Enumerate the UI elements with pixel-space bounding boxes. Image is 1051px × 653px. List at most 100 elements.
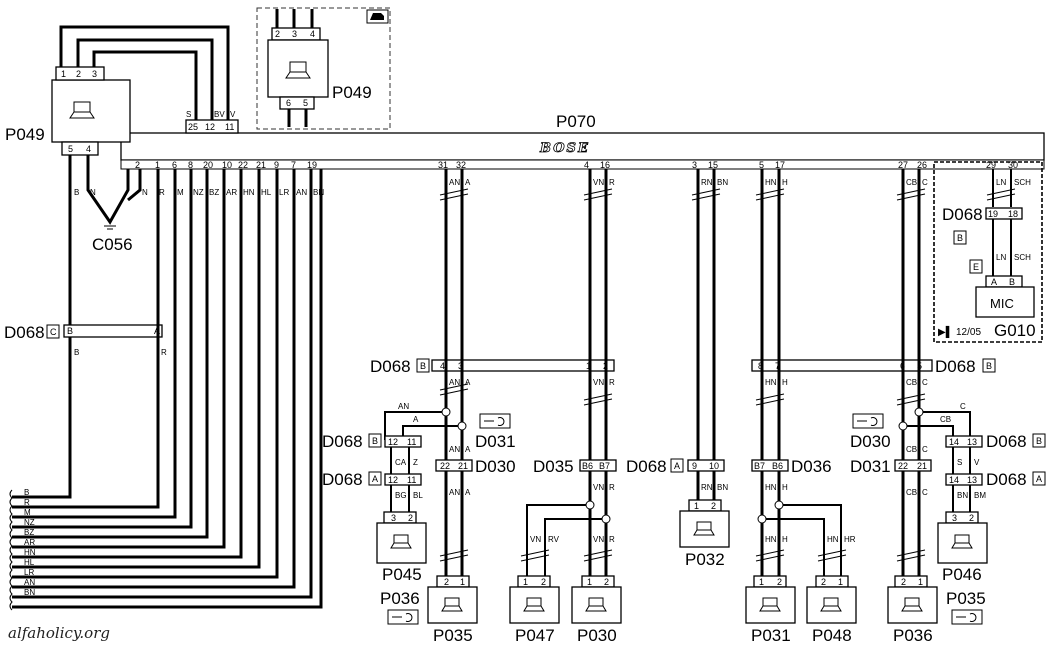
svg-text:D068: D068 (942, 205, 983, 224)
svg-text:2: 2 (969, 513, 974, 523)
svg-text:D068: D068 (935, 357, 976, 376)
svg-text:P036: P036 (380, 589, 420, 608)
p070-amplifier (120, 132, 1045, 161)
svg-text:C: C (922, 178, 928, 187)
svg-text:A: A (465, 445, 471, 454)
svg-text:2: 2 (76, 69, 81, 79)
svg-text:P047: P047 (515, 626, 555, 645)
svg-text:2: 2 (901, 577, 906, 587)
p070-pins: 2 1 6 8 20 10 22 21 9 7 19 31 32 4 16 3 … (135, 160, 1018, 170)
svg-text:H: H (782, 483, 788, 492)
svg-text:B7: B7 (599, 461, 610, 471)
svg-text:M: M (24, 508, 31, 517)
svg-text:C: C (50, 327, 57, 337)
svg-text:HN: HN (827, 535, 839, 544)
svg-text:BM: BM (974, 491, 986, 500)
svg-text:CA: CA (395, 458, 407, 467)
svg-text:D036: D036 (791, 457, 832, 476)
svg-text:AN: AN (449, 445, 460, 454)
svg-text:D030: D030 (475, 457, 516, 476)
svg-text:R: R (609, 535, 615, 544)
svg-text:1: 1 (759, 577, 764, 587)
svg-text:CB: CB (906, 378, 917, 387)
speaker-icon (69, 101, 95, 119)
svg-text:N: N (90, 188, 96, 197)
svg-text:1: 1 (155, 160, 160, 170)
svg-text:B: B (1009, 277, 1015, 287)
svg-text:P045: P045 (382, 565, 422, 584)
svg-text:1: 1 (694, 501, 699, 511)
svg-text:LR: LR (279, 188, 289, 197)
svg-text:AN: AN (24, 578, 35, 587)
svg-text:V: V (230, 110, 236, 119)
svg-text:D068: D068 (626, 457, 667, 476)
svg-text:D068: D068 (322, 432, 363, 451)
svg-text:BN: BN (717, 483, 728, 492)
svg-text:19: 19 (988, 209, 998, 219)
svg-text:2: 2 (604, 577, 609, 587)
svg-text:P030: P030 (577, 626, 617, 645)
svg-text:12: 12 (388, 475, 398, 485)
svg-text:AN: AN (296, 188, 307, 197)
c056-label: C056 (92, 235, 133, 254)
svg-text:SCH: SCH (1014, 178, 1031, 187)
svg-text:P035: P035 (433, 626, 473, 645)
svg-text:4: 4 (440, 361, 445, 371)
svg-text:BN: BN (957, 491, 968, 500)
svg-text:AN: AN (449, 378, 460, 387)
svg-text:6: 6 (900, 361, 905, 371)
svg-text:BN: BN (313, 188, 324, 197)
svg-text:D068: D068 (986, 432, 1027, 451)
svg-text:B6: B6 (582, 461, 593, 471)
svg-text:P046: P046 (942, 565, 982, 584)
svg-text:17: 17 (775, 160, 785, 170)
svg-text:6: 6 (172, 160, 177, 170)
svg-text:29: 29 (986, 160, 996, 170)
svg-text:LN: LN (996, 253, 1006, 262)
svg-text:R: R (609, 378, 615, 387)
svg-text:11: 11 (407, 475, 416, 485)
svg-text:S: S (957, 458, 962, 467)
svg-text:2: 2 (603, 361, 608, 371)
svg-text:CB: CB (906, 178, 917, 187)
svg-text:N: N (142, 188, 148, 197)
svg-text:13: 13 (967, 437, 977, 447)
svg-text:5: 5 (917, 361, 922, 371)
svg-text:V: V (974, 458, 980, 467)
svg-text:2: 2 (135, 160, 140, 170)
svg-text:3: 3 (92, 69, 97, 79)
svg-text:C: C (960, 402, 966, 411)
svg-text:B: B (957, 233, 963, 243)
svg-text:M: M (177, 188, 184, 197)
svg-text:A: A (465, 178, 471, 187)
svg-text:VN: VN (593, 178, 604, 187)
svg-text:CB: CB (906, 488, 917, 497)
svg-text:VN: VN (593, 535, 604, 544)
svg-text:B: B (420, 361, 426, 371)
svg-text:20: 20 (203, 160, 213, 170)
svg-text:HN: HN (765, 178, 777, 187)
svg-text:C: C (922, 488, 928, 497)
svg-text:▶▌: ▶▌ (938, 325, 953, 339)
p049-main-label: P049 (5, 125, 45, 144)
svg-text:30: 30 (1008, 160, 1018, 170)
svg-text:21: 21 (458, 461, 468, 471)
svg-text:B: B (67, 326, 73, 336)
svg-text:VN: VN (593, 378, 604, 387)
svg-text:19: 19 (307, 160, 317, 170)
g010-label: G010 (994, 321, 1036, 340)
svg-text:A: A (674, 461, 680, 471)
svg-text:22: 22 (898, 461, 908, 471)
svg-text:B: B (986, 361, 992, 371)
svg-text:2: 2 (821, 577, 826, 587)
p070-label: P070 (556, 112, 596, 131)
svg-text:5: 5 (303, 98, 308, 108)
svg-text:HL: HL (261, 188, 272, 197)
svg-text:D068: D068 (322, 470, 363, 489)
g010-box (933, 161, 1043, 343)
svg-text:2: 2 (711, 501, 716, 511)
svg-text:B: B (1036, 436, 1042, 446)
svg-text:4: 4 (584, 160, 589, 170)
svg-text:SCH: SCH (1014, 253, 1031, 262)
car-option-icon (370, 13, 384, 20)
